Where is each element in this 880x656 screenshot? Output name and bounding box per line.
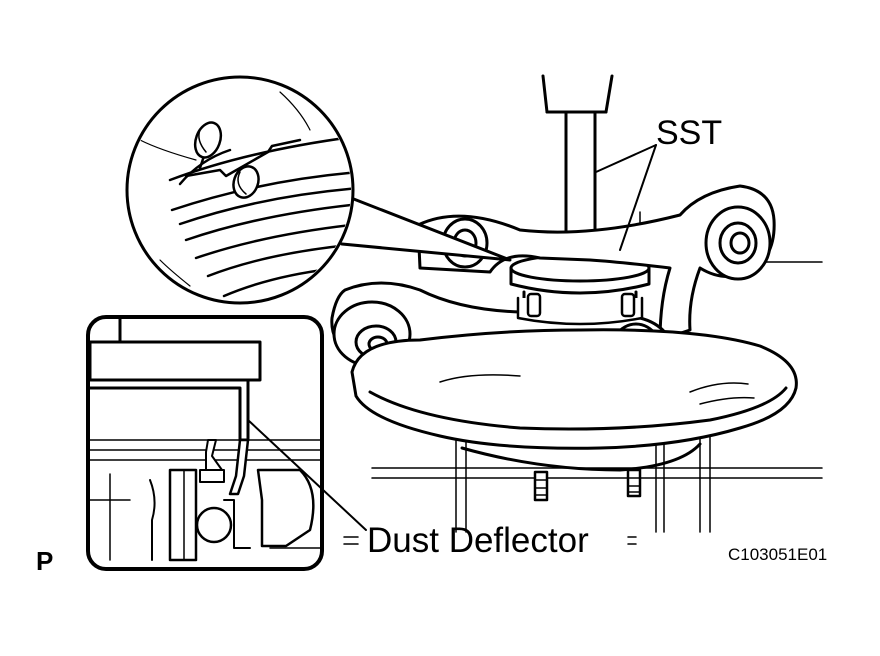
- sst-tool: [511, 76, 649, 309]
- figure-code-label: C103051E01: [728, 545, 828, 564]
- detail-inset: [88, 317, 322, 569]
- hub-bolts: [535, 470, 640, 500]
- sst-label: SST: [656, 114, 723, 152]
- dust-deflector-label: Dust Deflector: [367, 521, 589, 560]
- hub-body: [352, 330, 796, 470]
- magnifier-callout: [127, 77, 510, 303]
- hub-bearing: [518, 294, 642, 324]
- view-marker-label: P: [36, 546, 54, 576]
- leader-lines: [248, 145, 656, 544]
